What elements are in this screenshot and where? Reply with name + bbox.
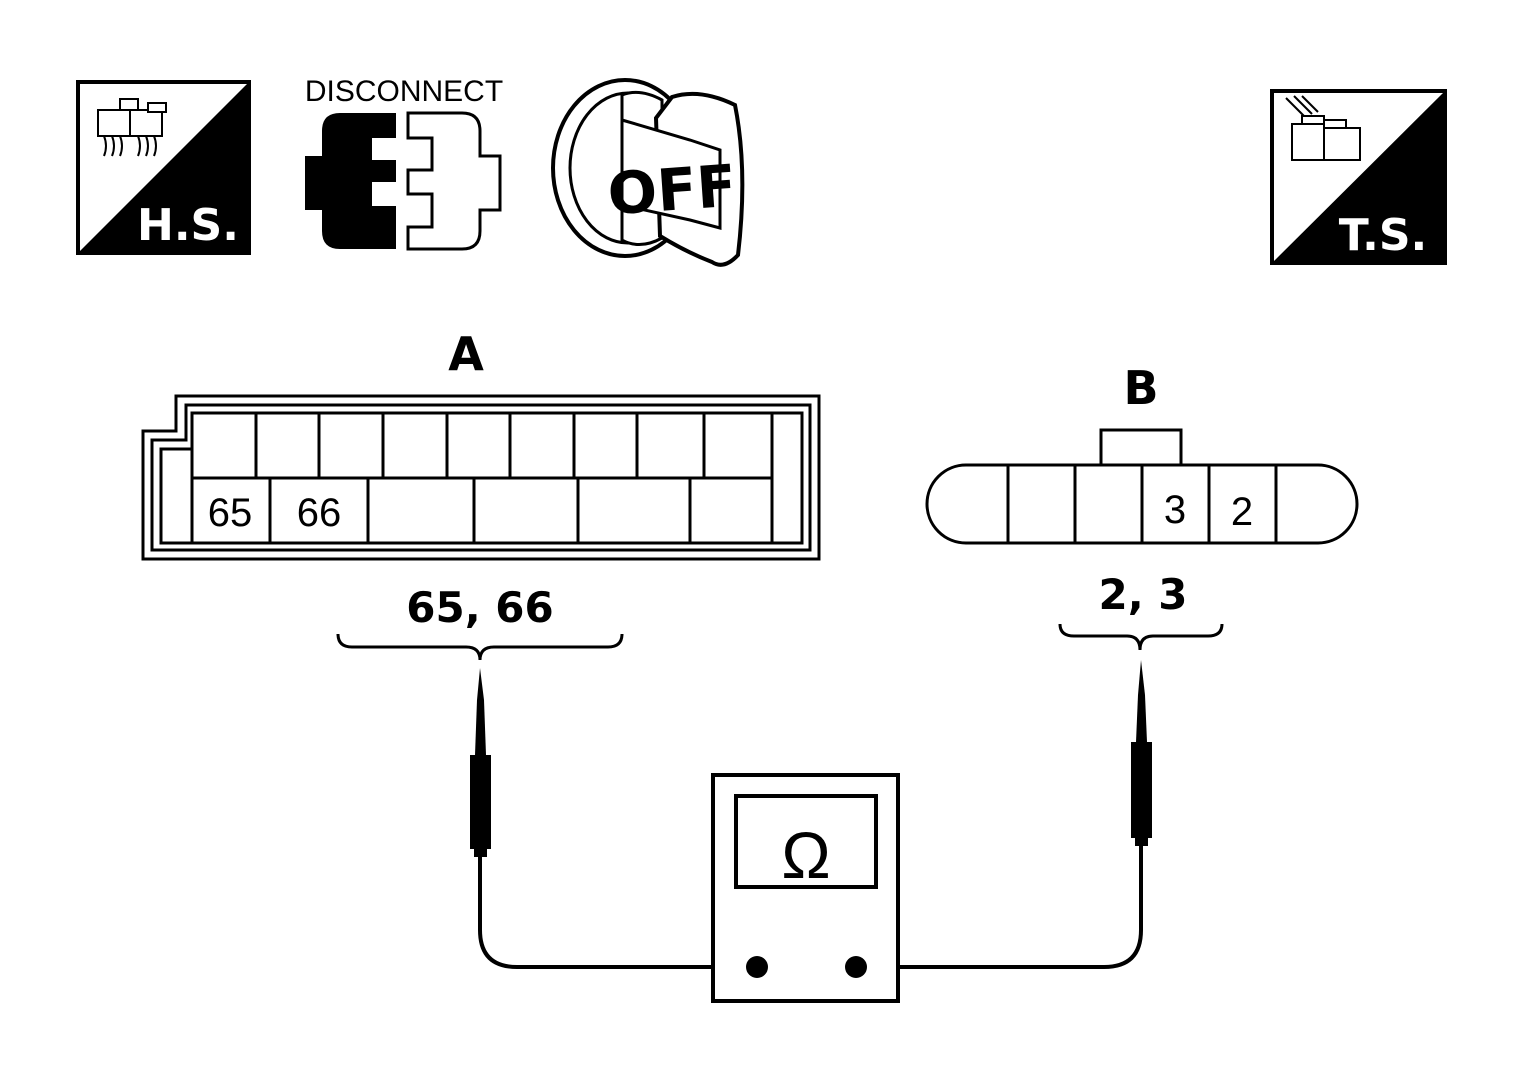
disconnect-connector-icon: DISCONNECT [305,75,503,251]
connector-a-label: A [448,327,484,381]
connector-b [925,428,1359,545]
connector-b-probe-label: 2, 3 [1098,570,1187,619]
harness-side-icon: H.S. [76,80,251,255]
ignition-off-label: OFF [606,152,739,229]
connector-a-probe-label: 65, 66 [406,583,553,632]
right-test-lead [856,846,1143,969]
ohm-symbol: Ω [781,818,830,892]
left-test-probe [470,668,491,857]
ohmmeter-terminal-left [746,956,768,978]
connector-b-pin-3: 3 [1164,488,1186,532]
disconnect-label: DISCONNECT [305,75,503,108]
connector-a-pin-65: 65 [208,491,253,535]
ignition-key-off-icon: OFF [551,78,745,267]
connector-a-brace [336,633,624,661]
connector-a [141,394,821,561]
connector-b-brace [1058,623,1224,651]
ohmmeter-terminal-right [845,956,867,978]
connector-b-pin-2: 2 [1231,490,1253,534]
terminal-side-icon: T.S. [1270,89,1447,265]
terminal-side-label: T.S. [1339,210,1427,261]
right-test-probe [1131,660,1152,846]
harness-side-label: H.S. [137,200,239,251]
left-test-lead [478,857,757,969]
connector-b-label: B [1123,361,1158,415]
connector-a-pin-66: 66 [297,491,342,535]
ohmmeter-icon [711,773,900,1003]
